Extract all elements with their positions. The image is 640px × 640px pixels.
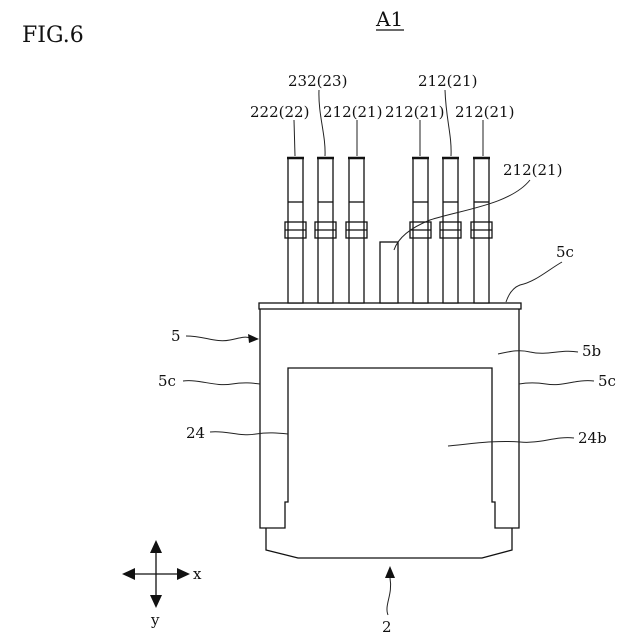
leader-24b (448, 438, 574, 446)
axis-x-label: x (193, 565, 202, 583)
leader-24 (210, 432, 288, 435)
label-232-23: 232(23) (288, 72, 347, 90)
arrow-right (177, 568, 190, 580)
label-212-21-c: 212(21) (455, 103, 514, 121)
axis-indicator: x y (122, 540, 202, 629)
pin-212-d (471, 158, 492, 303)
arrowhead-5 (248, 334, 259, 343)
pin-212-c (440, 158, 461, 303)
pin-232 (315, 158, 336, 303)
figure-title: A1 (375, 7, 403, 31)
housing-5 (259, 303, 521, 528)
axis-y-label: y (150, 611, 160, 629)
arrow-left (122, 568, 135, 580)
pin-222 (285, 158, 306, 303)
label-212-21-right: 212(21) (503, 161, 562, 179)
label-5b: 5b (582, 342, 601, 360)
leader-5c-left (183, 381, 260, 385)
label-5: 5 (171, 327, 181, 345)
label-5c-right: 5c (598, 372, 616, 390)
label-212-21-a: 212(21) (323, 103, 382, 121)
leader-5 (186, 336, 250, 341)
figure-label: FIG.6 (22, 23, 84, 48)
base-plate-2 (266, 528, 512, 558)
leader-2 (387, 578, 391, 615)
leader-222 (294, 120, 295, 156)
leader-5b (498, 351, 578, 354)
leader-232 (319, 90, 325, 156)
label-222-22: 222(22) (250, 103, 309, 121)
label-212-21-b: 212(21) (385, 103, 444, 121)
label-5c-top: 5c (556, 243, 574, 261)
housing-outer-outline (260, 309, 519, 528)
label-24: 24 (186, 424, 205, 442)
terminal-pins (285, 158, 492, 303)
label-24b: 24b (578, 429, 607, 447)
label-5c-left: 5c (158, 372, 176, 390)
leader-212-top (445, 90, 451, 156)
leader-5c-top (506, 262, 562, 302)
reference-labels: 222(22) 232(23) 212(21) 212(21) 212(21) … (158, 72, 616, 636)
arrow-up (150, 540, 162, 553)
arrowhead-2 (385, 566, 395, 578)
label-212-21-top: 212(21) (418, 72, 477, 90)
pin-212-short (380, 242, 398, 303)
leader-5c-right (519, 381, 594, 385)
arrow-down (150, 595, 162, 608)
housing-top-flange (259, 303, 521, 309)
label-2: 2 (382, 618, 392, 636)
pin-212-b (410, 158, 431, 303)
pin-212-a (346, 158, 367, 303)
